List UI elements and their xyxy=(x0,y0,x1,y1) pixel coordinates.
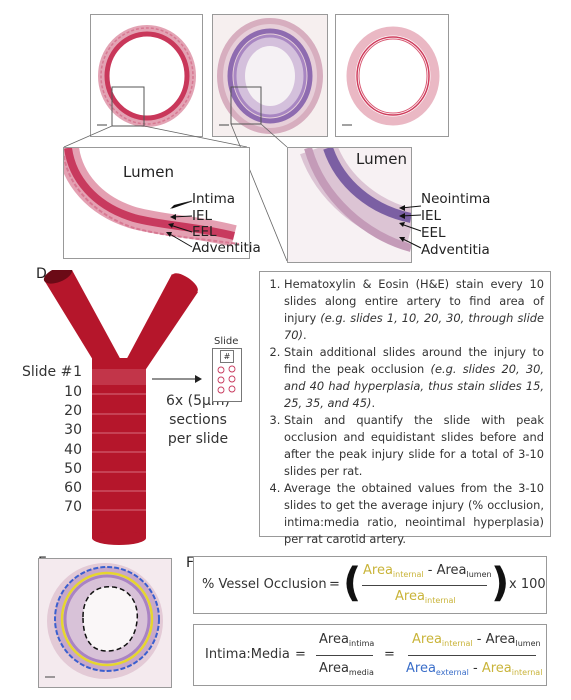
denominator-2: Areamedia xyxy=(319,661,374,677)
slide-number-1: 1 xyxy=(73,364,82,380)
slide-icon: # xyxy=(212,348,242,402)
histology-image-b xyxy=(212,14,328,137)
protocol-steps-box: Hematoxylin & Eosin (H&E) stain every 10… xyxy=(259,271,551,546)
intima-label: Intima xyxy=(192,191,236,207)
protocol-steps-list: Hematoxylin & Eosin (H&E) stain every 10… xyxy=(268,276,544,548)
carotid-artery-diagram xyxy=(43,270,198,545)
step-1: Hematoxylin & Eosin (H&E) stain every 10… xyxy=(284,276,544,344)
slide-icon-hash: # xyxy=(220,350,234,363)
panel-label-d: D xyxy=(36,266,47,282)
numerator-2: Areaintima xyxy=(319,632,375,648)
step-3: Stain and quantify the slide with peak o… xyxy=(284,412,544,480)
fraction-bar-2 xyxy=(316,655,373,656)
slide-number-20: 20 xyxy=(64,403,82,419)
adventitia-label-left: Adventitia xyxy=(192,240,261,256)
slide-number-10: 10 xyxy=(64,384,82,400)
slide-number-40: 40 xyxy=(64,442,82,458)
denominator-3: Areaexternal - Areainternal xyxy=(406,661,543,677)
adventitia-label-right: Adventitia xyxy=(421,242,490,258)
eel-label-right: EEL xyxy=(421,225,446,241)
step-4: Average the obtained values from the 3-1… xyxy=(284,480,544,548)
fraction-bar-3 xyxy=(408,655,536,656)
arrows-left xyxy=(166,200,193,248)
zoom-image-left xyxy=(63,147,250,259)
times-100: x 100 xyxy=(509,577,546,592)
histology-image-c xyxy=(335,14,449,137)
vessel-occlusion-label: % Vessel Occlusion xyxy=(202,577,327,592)
slide-number-70: 70 xyxy=(64,499,82,515)
slide-number-30: 30 xyxy=(64,422,82,438)
equals-sign-1: = xyxy=(329,577,340,592)
intima-media-label: Intima:Media xyxy=(205,647,290,662)
iel-label-left: IEL xyxy=(192,208,213,224)
neointima-label: Neointima xyxy=(421,191,491,207)
slide-hash-label: Slide # xyxy=(22,364,73,380)
lumen-label-left: Lumen xyxy=(123,163,174,181)
formula-vessel-occlusion: % Vessel Occlusion = ( Areainternal - Ar… xyxy=(193,556,547,614)
step-2: Stain additional slides around the injur… xyxy=(284,344,544,412)
equals-sign-2: = xyxy=(295,647,306,662)
histology-image-e xyxy=(38,558,172,688)
zoom-image-right xyxy=(287,147,412,263)
callout-lines xyxy=(63,86,288,262)
slide-number-60: 60 xyxy=(64,480,82,496)
slide-number-50: 50 xyxy=(64,461,82,477)
histology-image-a xyxy=(90,14,203,137)
arrows-right xyxy=(399,205,422,249)
eel-label-left: EEL xyxy=(192,224,217,240)
denominator-1: Areainternal xyxy=(395,589,456,605)
fraction-bar-1 xyxy=(362,585,487,586)
equals-sign-3: = xyxy=(384,647,395,662)
panel-label-f: F xyxy=(186,555,195,571)
slide-icon-label: Slide xyxy=(214,336,239,347)
sections-line-3: per slide xyxy=(167,431,229,447)
sections-line-2: sections xyxy=(169,412,227,428)
left-paren: ( xyxy=(343,560,362,606)
iel-label-right: IEL xyxy=(421,208,442,224)
arrow-right-icon xyxy=(152,375,202,383)
formula-intima-media: Intima:Media = Areaintima Areamedia = Ar… xyxy=(193,624,547,686)
right-paren: ) xyxy=(491,560,510,606)
slide-lines xyxy=(52,367,146,547)
numerator-1: Areainternal - Arealumen xyxy=(363,563,492,579)
numerator-3: Areainternal - Arealumen xyxy=(412,632,541,648)
lumen-label-right: Lumen xyxy=(356,150,407,168)
